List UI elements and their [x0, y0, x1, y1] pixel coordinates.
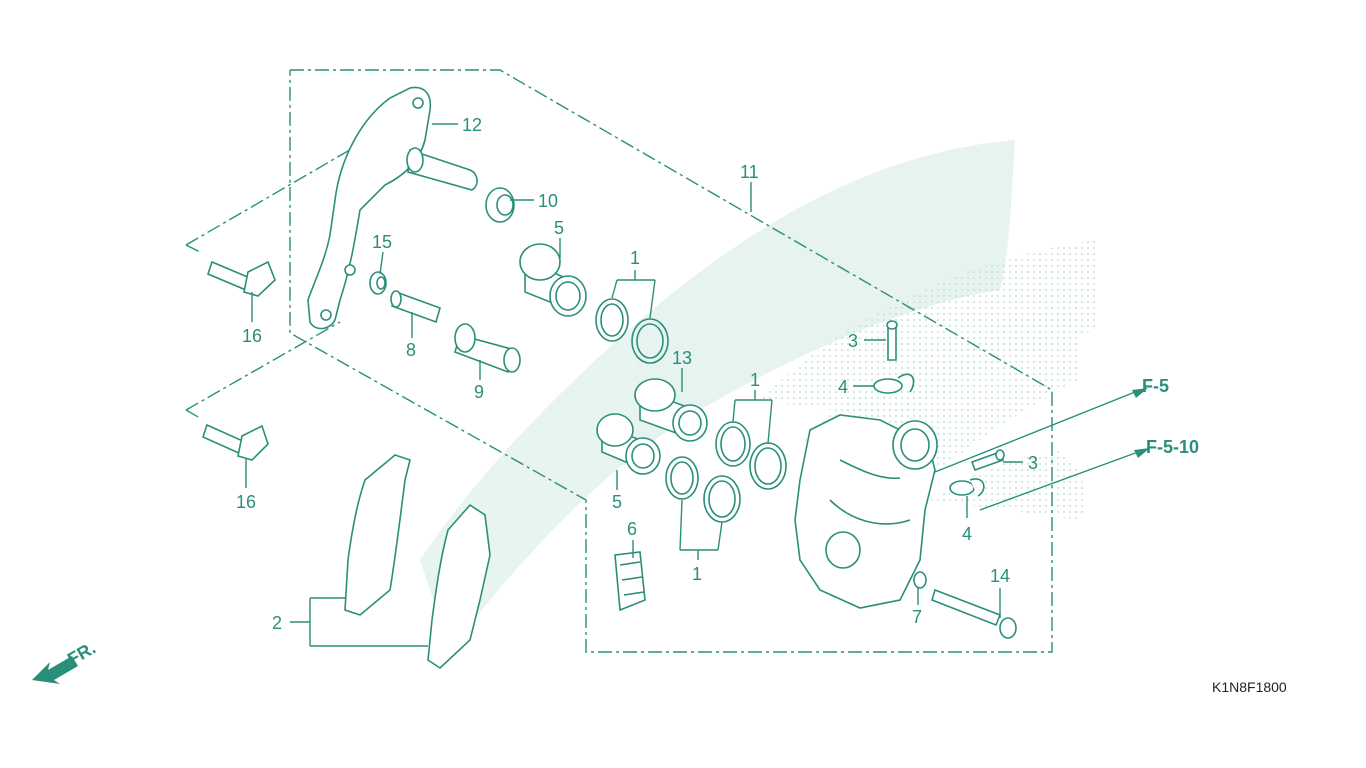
- bleeder-part-3-right[interactable]: [970, 449, 1005, 472]
- piston-part-13[interactable]: [634, 378, 708, 442]
- caliper-assembly-outline: [185, 69, 1053, 653]
- callout-3-right: 3: [1028, 453, 1038, 473]
- callout-10: 10: [538, 191, 558, 211]
- boot-part-15[interactable]: [369, 271, 387, 295]
- pin-part-9[interactable]: [454, 323, 521, 374]
- callout-1-middle: 1: [750, 370, 760, 390]
- callout-16-upper: 16: [242, 326, 262, 346]
- bleeder-part-3-top[interactable]: [886, 320, 898, 361]
- reference-f5[interactable]: F-5: [1142, 376, 1169, 396]
- callout-15: 15: [372, 232, 392, 252]
- callout-5-lower: 5: [612, 492, 622, 512]
- seal-rings-part-1-lower[interactable]: [665, 456, 741, 523]
- callout-labels: 12 10 11 5 1 15 16 8 9 13 1 16 5 6 1 2 3…: [236, 115, 1038, 633]
- callout-16-lower: 16: [236, 492, 256, 512]
- front-direction-indicator: FR.: [32, 638, 99, 684]
- callout-7: 7: [912, 607, 922, 627]
- caliper-body[interactable]: [794, 414, 938, 609]
- callout-13: 13: [672, 348, 692, 368]
- callout-2: 2: [272, 613, 282, 633]
- cap-part-4-right[interactable]: [949, 478, 985, 497]
- diagram-code: K1N8F1800: [1212, 679, 1287, 695]
- callout-11: 11: [740, 162, 759, 182]
- reference-f5-10[interactable]: F-5-10: [1146, 437, 1199, 457]
- seal-rings-part-1-middle[interactable]: [715, 421, 787, 490]
- callout-9: 9: [474, 382, 484, 402]
- callout-4-top: 4: [838, 377, 848, 397]
- callout-1-lower: 1: [692, 564, 702, 584]
- bolt-part-16-upper[interactable]: [207, 260, 276, 297]
- callout-4-right: 4: [962, 524, 972, 544]
- bolt-part-16-lower[interactable]: [202, 423, 269, 461]
- piston-part-5-lower[interactable]: [596, 413, 661, 475]
- callout-1-upper: 1: [630, 248, 640, 268]
- callout-8: 8: [406, 340, 416, 360]
- boot-part-10[interactable]: [485, 187, 515, 223]
- callout-14: 14: [990, 566, 1010, 586]
- caliper-bracket[interactable]: [307, 86, 478, 330]
- plug-part-7[interactable]: [913, 571, 927, 589]
- pad-spring-part-6[interactable]: [614, 551, 646, 612]
- pin-part-8[interactable]: [390, 290, 441, 324]
- brake-pads-part-2[interactable]: [344, 454, 491, 670]
- callout-6: 6: [627, 519, 637, 539]
- callout-3-top: 3: [848, 331, 858, 351]
- seal-rings-part-1-upper[interactable]: [595, 298, 669, 364]
- leader-lines: [245, 123, 1150, 647]
- piston-part-5-upper[interactable]: [519, 243, 587, 317]
- pin-part-14[interactable]: [931, 588, 1017, 639]
- front-arrow-icon: [32, 656, 78, 684]
- callout-12: 12: [462, 115, 482, 135]
- callout-5-upper: 5: [554, 218, 564, 238]
- cap-part-4-top[interactable]: [873, 373, 915, 394]
